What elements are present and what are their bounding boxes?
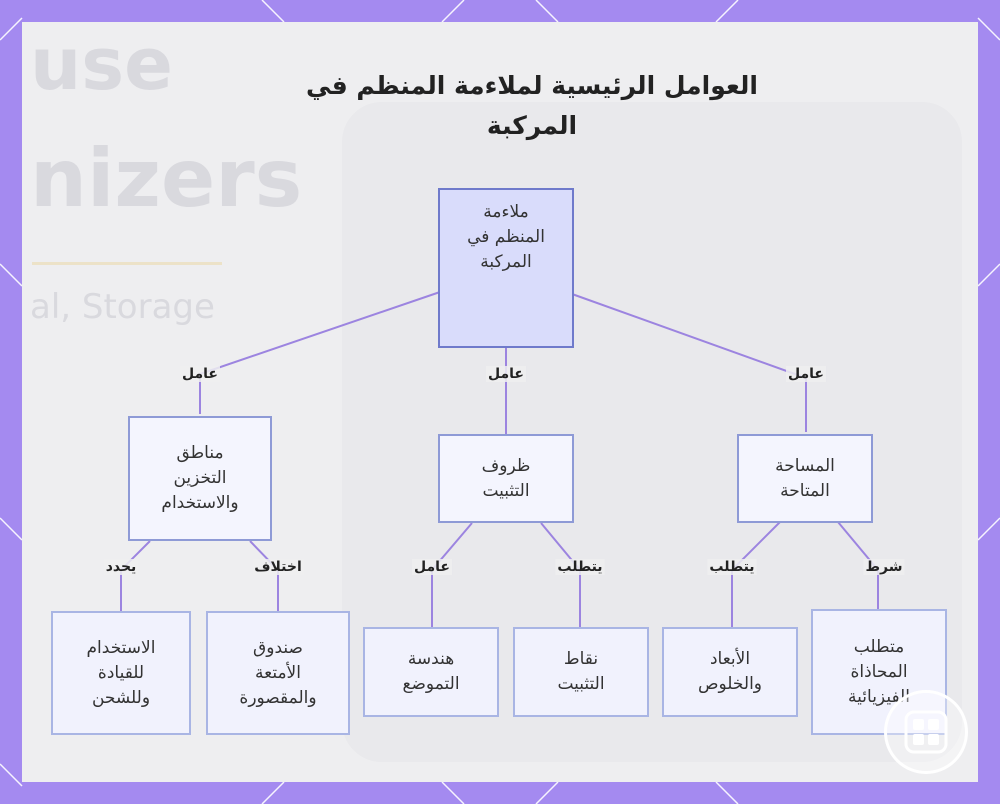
edge-label: اختلاف: [252, 559, 304, 575]
edge-label: شرط: [863, 559, 904, 575]
edge-label: عامل: [180, 366, 220, 382]
node-placement-geometry: هندسة التموضع: [363, 627, 499, 717]
diagram-title: العوامل الرئيسية لملاءمة المنظم في المرك…: [272, 66, 792, 146]
edge-label: يتطلب: [707, 559, 756, 575]
edge-label: عامل: [412, 559, 452, 575]
edge-label: عامل: [486, 366, 526, 382]
node-dimensions-clearance: الأبعاد والخلوص: [662, 627, 798, 717]
edge-root-space: [572, 294, 806, 432]
node-label: نقاط التثبيت: [557, 647, 604, 697]
node-mounting-points: نقاط التثبيت: [513, 627, 649, 717]
node-label: صندوق الأمتعة والمقصورة: [239, 636, 316, 711]
node-label: ظروف التثبيت: [482, 454, 531, 504]
edge-mounting-points: [541, 523, 580, 627]
node-vehicle-fit: ملاءمة المنظم في المركبة: [438, 188, 574, 348]
node-mounting-conditions: ظروف التثبيت: [438, 434, 574, 523]
node-label: ملاءمة المنظم في المركبة: [467, 200, 545, 275]
node-label: مناطق التخزين والاستخدام: [161, 441, 238, 516]
node-label: المساحة المتاحة: [775, 454, 835, 504]
grid-logo-icon: [884, 690, 968, 774]
node-available-space: المساحة المتاحة: [737, 434, 873, 523]
node-trunk-cabin: صندوق الأمتعة والمقصورة: [206, 611, 350, 735]
edge-mounting-geometry: [432, 523, 472, 627]
edge-storage-use: [121, 541, 150, 611]
diagram-canvas: use nizers al, Storage العوامل الرئيسية …: [22, 22, 978, 782]
node-label: الاستخدام للقيادة وللشحن: [87, 636, 156, 711]
node-storage-areas: مناطق التخزين والاستخدام: [128, 416, 272, 541]
node-driving-charging-use: الاستخدام للقيادة وللشحن: [51, 611, 191, 735]
edge-label: عامل: [786, 366, 826, 382]
node-label: هندسة التموضع: [402, 647, 459, 697]
node-label: الأبعاد والخلوص: [698, 647, 762, 697]
edge-label: يتطلب: [555, 559, 604, 575]
edge-storage-box: [250, 541, 278, 611]
edge-label: يحدد: [104, 559, 139, 575]
edge-root-storage: [200, 292, 440, 414]
grid-logo-icon: [903, 709, 949, 755]
